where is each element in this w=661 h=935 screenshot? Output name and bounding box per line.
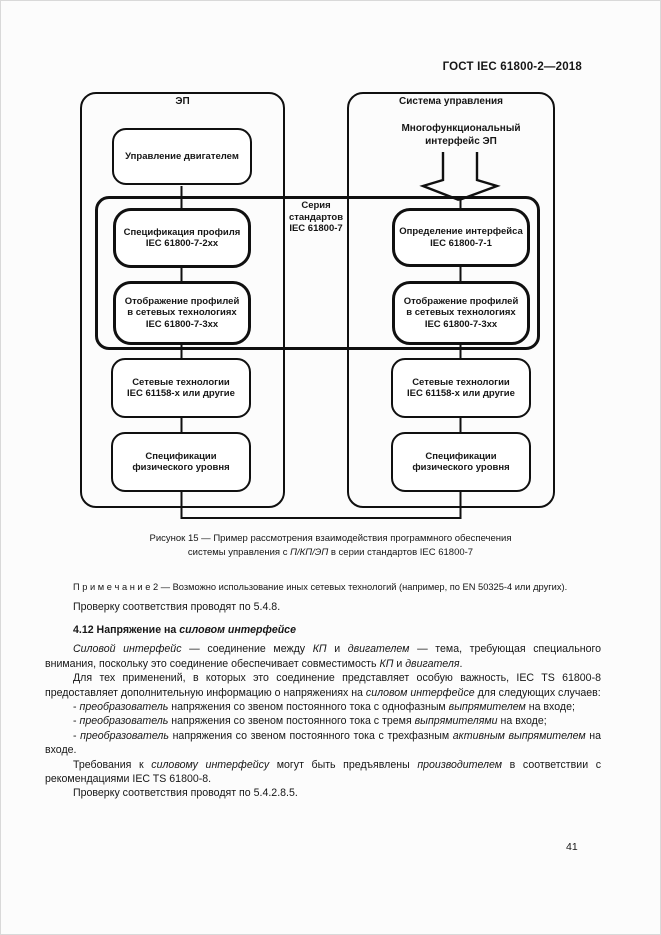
- standards-series-band-box: [95, 196, 540, 350]
- box-network-tech-right: Сетевые технологии IEC 61158-х или други…: [391, 358, 531, 418]
- box-network-tech-left: Сетевые технологии IEC 61158-х или други…: [111, 358, 251, 418]
- box-profile-mapping-left: Отображение профилей в сетевых технологи…: [113, 281, 251, 345]
- paragraph: Силовой интерфейс — соединение между КП …: [45, 643, 601, 670]
- bullet-item: - преобразователь напряжения со звеном п…: [45, 729, 601, 757]
- bullet-item: - преобразователь напряжения со звеном п…: [73, 715, 547, 728]
- box-interface-definition: Определение интерфейса IEC 61800-7-1: [392, 208, 530, 267]
- box-motor-control: Управление двигателем: [112, 128, 252, 185]
- drive-group-box: [80, 92, 285, 508]
- conformance-check-2: Проверку соответствия проводят по 5.4.2.…: [73, 787, 298, 800]
- section-heading-4-12: 4.12 Напряжение на силовом интерфейсе: [73, 624, 296, 636]
- page-number: 41: [566, 841, 578, 853]
- conformance-check-1: Проверку соответствия проводят по 5.4.8.: [73, 600, 281, 613]
- paragraph: Для тех применений, в которых это соедин…: [45, 672, 601, 699]
- page-header: ГОСТ IEC 61800-2—2018: [442, 61, 582, 73]
- box-profile-mapping-right: Отображение профилей в сетевых технологи…: [392, 281, 530, 345]
- box-profile-spec: Спецификация профиля IEC 61800-7-2xx: [113, 208, 251, 268]
- body-text: П р и м е ч а н и е 2 — Возможно использ…: [45, 581, 601, 801]
- standards-series-label: Серия стандартов IEC 61800-7: [288, 200, 344, 234]
- box-physical-spec-left: Спецификации физического уровня: [111, 432, 251, 492]
- figure-caption: Рисунок 15 — Пример рассмотрения взаимод…: [149, 533, 512, 558]
- bullet-item: - преобразователь напряжения со звеном п…: [73, 701, 575, 714]
- control-system-group-title: Система управления: [399, 96, 503, 107]
- drive-group-title: ЭП: [175, 96, 190, 107]
- control-system-group-box: [347, 92, 555, 508]
- box-physical-spec-right: Спецификации физического уровня: [391, 432, 531, 492]
- paragraph: Требования к силовому интерфейсу могут б…: [45, 758, 602, 786]
- note-paragraph: П р и м е ч а н и е 2 — Возможно использ…: [73, 582, 568, 592]
- multifunction-interface-label: Многофункциональный интерфейс ЭП: [401, 123, 521, 147]
